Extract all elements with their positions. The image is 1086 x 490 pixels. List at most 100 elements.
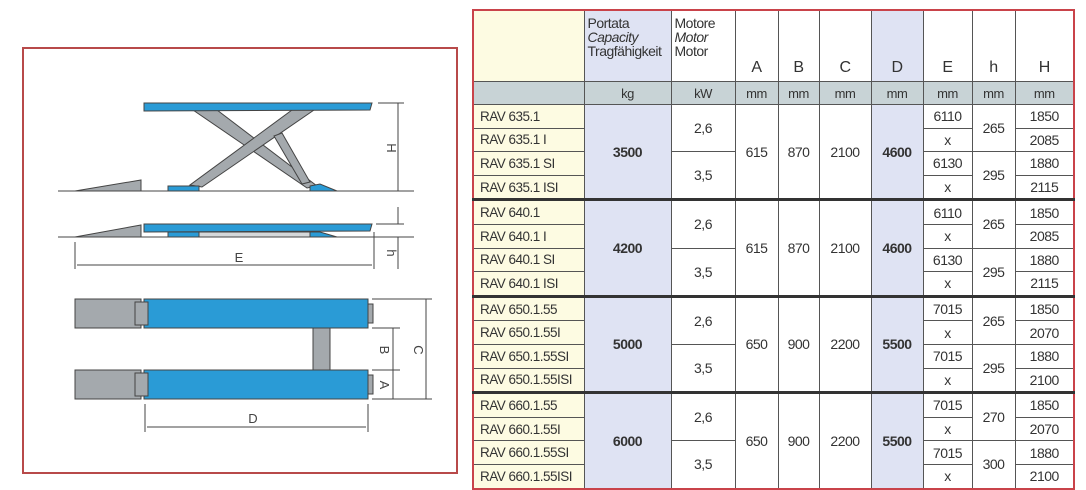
unit-D: mm [870, 81, 924, 105]
ramp [74, 224, 142, 238]
model-name: RAV 660.1.55 [472, 391, 585, 418]
capacity-value: 4200 [583, 198, 672, 297]
dim-E: x [922, 416, 973, 442]
base-block [167, 231, 200, 238]
scissor-folded [198, 231, 311, 238]
header-C: C [818, 9, 872, 82]
dim-E: x [922, 127, 973, 153]
dim-H: 2070 [1014, 320, 1075, 345]
model-name: RAV 635.1 SI [472, 151, 585, 176]
dim-H: 1850 [1014, 294, 1075, 322]
model-name: RAV 640.1 SI [472, 247, 585, 273]
dim-E: 7015 [922, 294, 973, 322]
dim-C: 2100 [818, 198, 872, 297]
header-H: H [1014, 9, 1075, 82]
platform-raised [143, 102, 373, 112]
dim-E: x [922, 320, 973, 345]
dim-E: 6110 [922, 104, 973, 129]
platform-lowered [143, 223, 373, 233]
dim-D: 4600 [870, 198, 924, 297]
unit-h: mm [971, 81, 1016, 105]
dim-C: 2200 [818, 391, 872, 489]
dim-E: x [922, 367, 973, 394]
dim-D: 5500 [870, 391, 924, 489]
unit-H: mm [1014, 81, 1075, 105]
dim-H: 1850 [1014, 104, 1075, 129]
label-D: D [248, 411, 257, 426]
dim-H: 2115 [1014, 271, 1075, 297]
dim-A: 650 [734, 391, 779, 489]
dim-C: 2100 [818, 103, 872, 201]
dim-H: 2085 [1014, 223, 1075, 249]
dim-E: 7015 [922, 391, 973, 418]
model-name: RAV 660.1.55ISI [472, 463, 585, 490]
label-B: B [377, 346, 392, 355]
header-A: A [734, 9, 779, 82]
dim-h: 295 [971, 151, 1016, 201]
lift-dimension-drawing: H E h A B C D [58, 102, 432, 432]
dim-D: 4600 [870, 103, 924, 201]
unit-motor: kW [670, 81, 736, 105]
dim-A: 615 [734, 103, 779, 201]
dim-H: 1880 [1014, 343, 1075, 369]
dim-B: 870 [777, 103, 820, 201]
label-H: H [384, 143, 399, 152]
rail-bottom [143, 369, 369, 400]
lift-diagram-panel: H E h A B C D [22, 47, 458, 474]
model-name: RAV 640.1 [472, 198, 585, 225]
dim-A: 650 [734, 294, 779, 394]
motor-value: 3,5 [670, 440, 736, 489]
dim-E: x [922, 174, 973, 201]
ramp [74, 179, 142, 192]
header-h: h [971, 9, 1016, 82]
model-name: RAV 635.1 ISI [472, 174, 585, 201]
header-model [472, 9, 585, 82]
model-name: RAV 635.1 [472, 104, 585, 129]
model-name: RAV 650.1.55 [472, 294, 585, 322]
rail-top [143, 298, 369, 329]
dim-H: 1850 [1014, 198, 1075, 225]
dim-H: 1880 [1014, 247, 1075, 273]
dim-D: 5500 [870, 294, 924, 394]
unit-blank [472, 81, 585, 105]
dim-E: 6110 [922, 198, 973, 225]
dim-H: 2070 [1014, 416, 1075, 442]
hydraulic-cylinder [273, 132, 311, 185]
dim-A: 615 [734, 198, 779, 297]
unit-B: mm [777, 81, 820, 105]
ramp-top [74, 369, 142, 400]
dim-H: 2100 [1014, 463, 1075, 490]
dim-h: 265 [971, 294, 1016, 345]
motor-value: 3,5 [670, 247, 736, 297]
dim-E: 7015 [922, 440, 973, 465]
model-name: RAV 660.1.55SI [472, 440, 585, 465]
dim-E: 6130 [922, 151, 973, 176]
dim-h: 270 [971, 391, 1016, 442]
header-E: E [922, 9, 973, 82]
label-h: h [384, 249, 399, 256]
unit-A: mm [734, 81, 779, 105]
dim-H: 2100 [1014, 367, 1075, 394]
capacity-value: 3500 [583, 103, 672, 201]
motor-value: 2,6 [670, 198, 736, 249]
model-name: RAV 650.1.55ISI [472, 367, 585, 394]
dim-h: 295 [971, 343, 1016, 394]
header-D: D [870, 9, 924, 82]
label-C: C [411, 345, 426, 354]
motor-value: 3,5 [670, 151, 736, 201]
